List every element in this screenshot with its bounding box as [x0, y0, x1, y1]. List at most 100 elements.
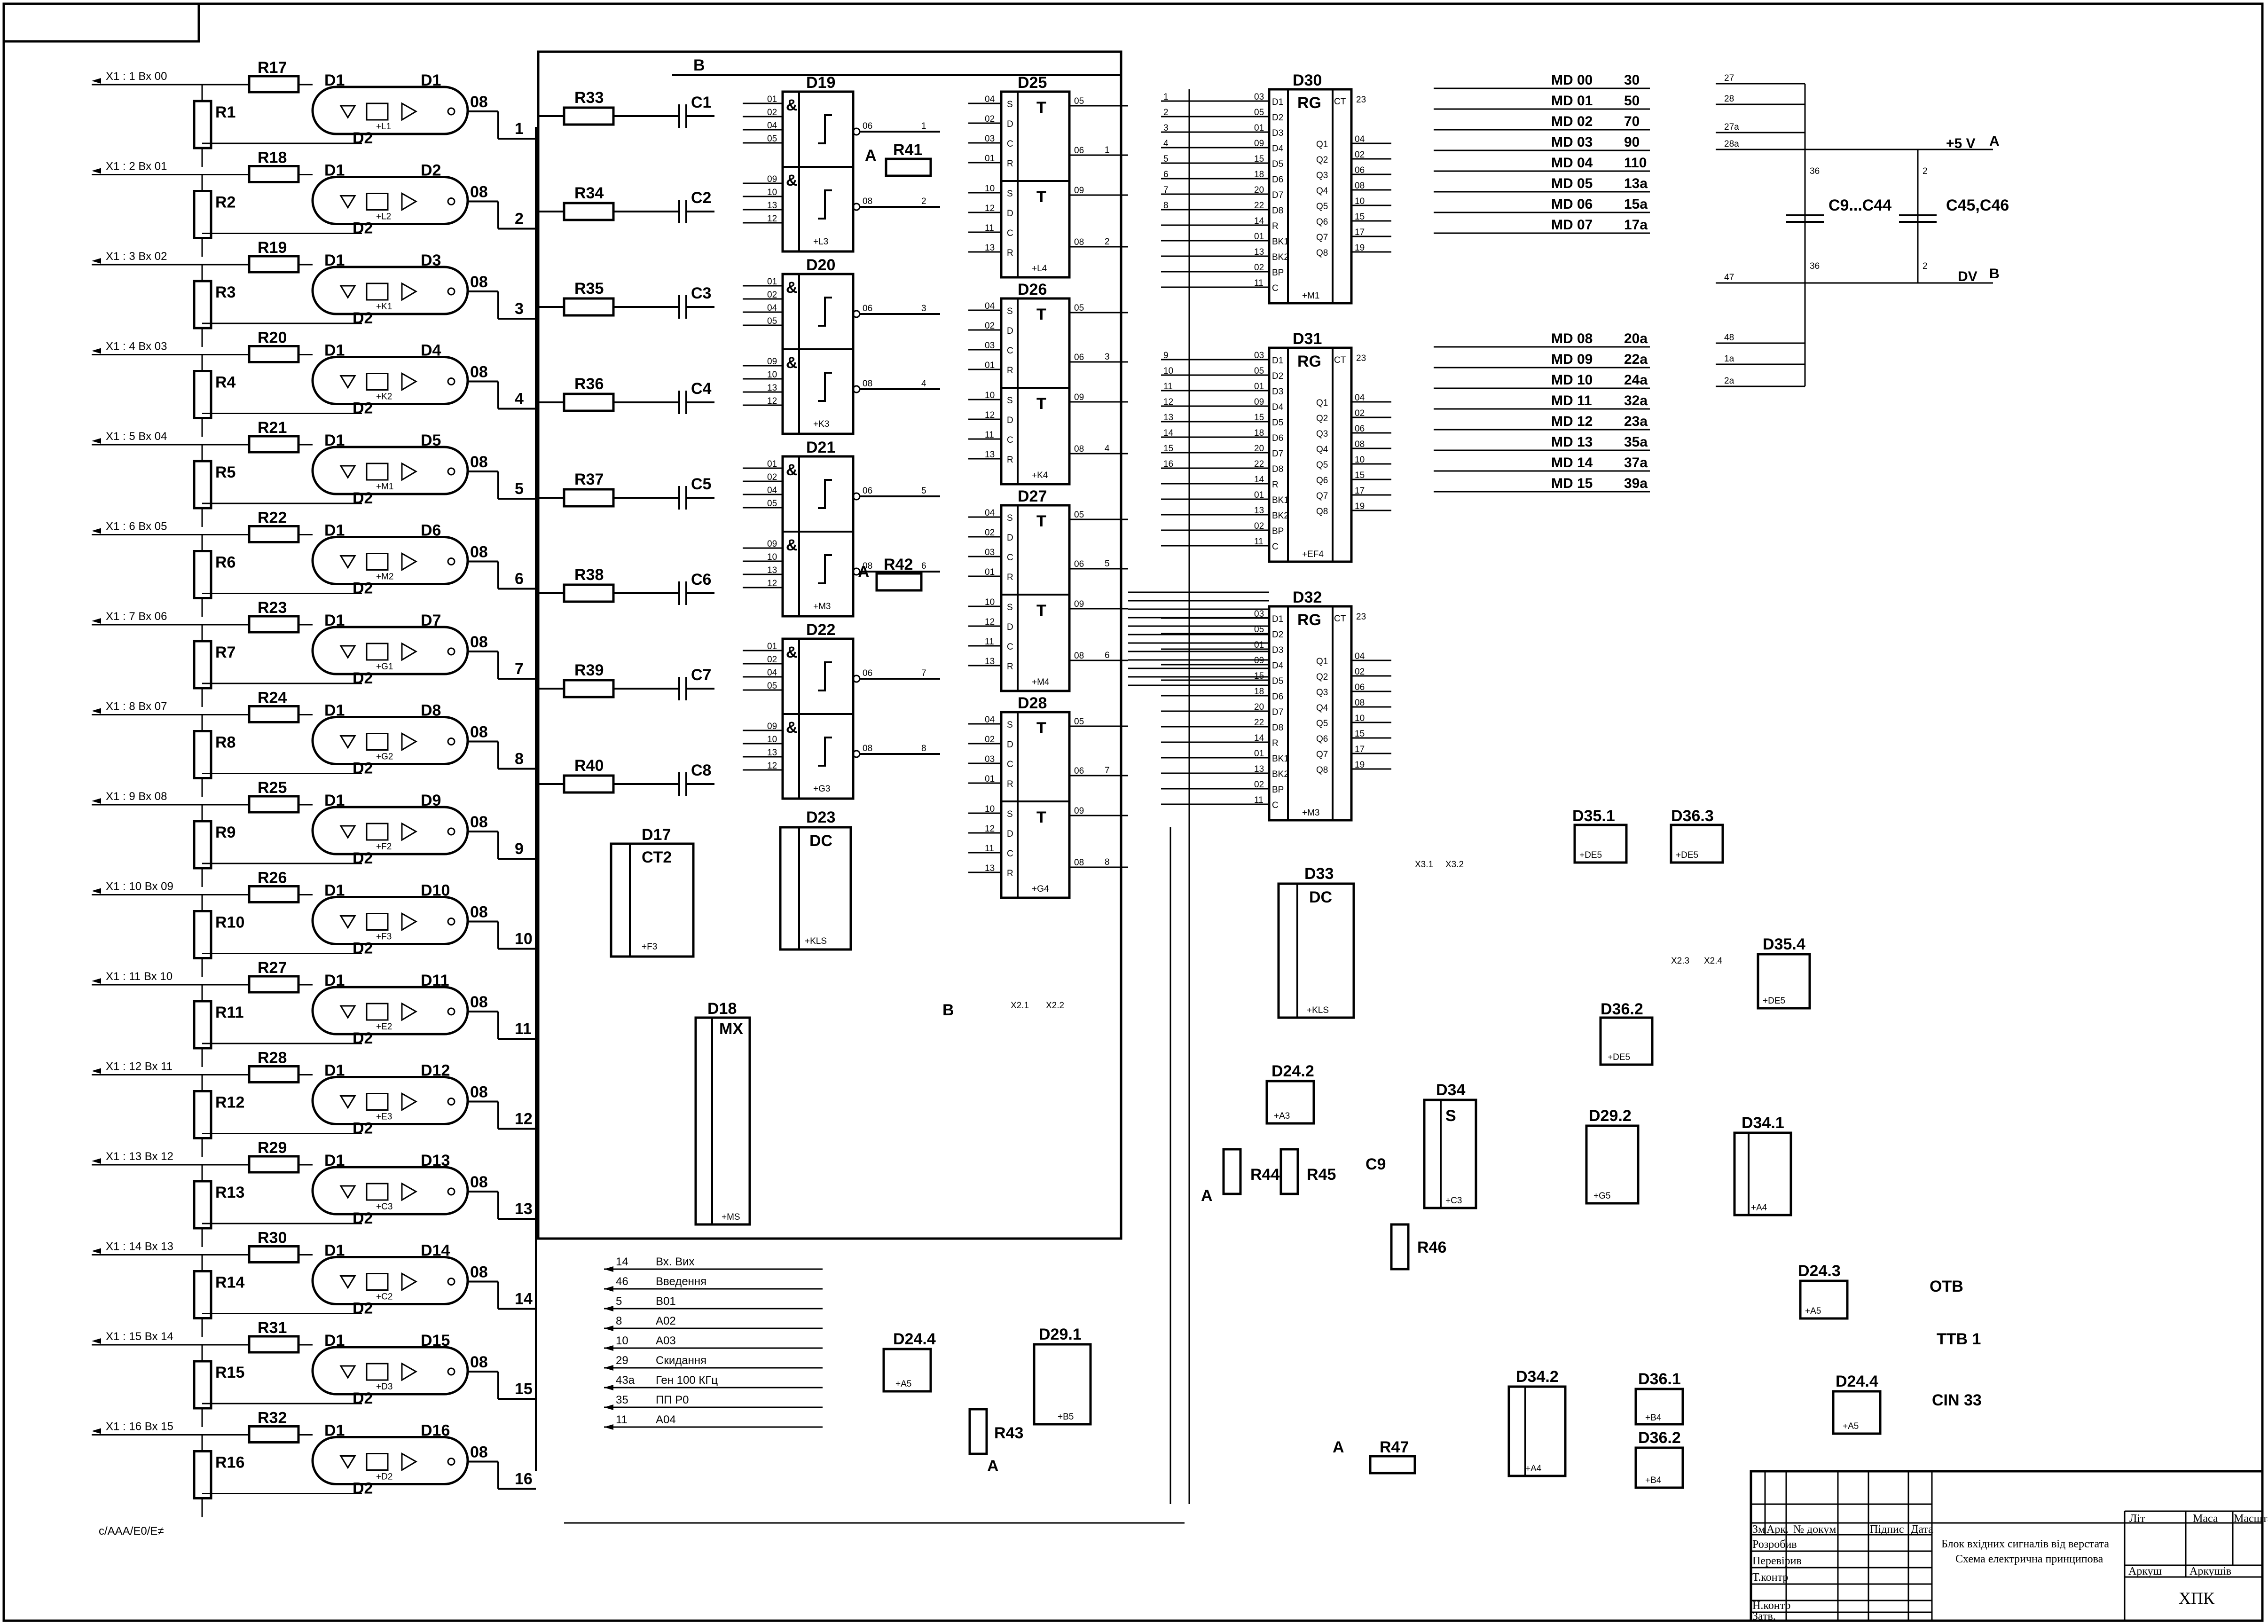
input-arrow	[92, 258, 101, 264]
trigger-out-number: 3	[1105, 352, 1110, 362]
control-input-label: Вх. Вих	[656, 1255, 695, 1268]
register-pin: 05	[1254, 366, 1264, 376]
buffer-icon	[401, 912, 417, 932]
filter-capacitor-label: C6	[691, 571, 711, 588]
register-input-number: 14	[1163, 428, 1174, 438]
shunt-resistor-label: R4	[215, 374, 236, 392]
opto-pin-in: D1	[324, 1332, 345, 1349]
schmitt-pin: 12	[767, 396, 777, 406]
tb-role-approve: Затв.	[1752, 1610, 1776, 1623]
filter-resistor	[563, 106, 615, 126]
hysteresis-icon	[818, 737, 832, 767]
opto-output-bubble	[447, 827, 455, 836]
schmitt-pin: 01	[767, 459, 777, 469]
trigger-pin-symbol: S	[1007, 306, 1013, 316]
input-resistor	[248, 75, 300, 94]
register-pin-label: BP	[1272, 526, 1284, 536]
c9-label: C9	[1366, 1155, 1386, 1173]
trigger-pin: 13	[985, 243, 995, 253]
register-pin-label: R	[1272, 221, 1279, 231]
register-out-label: Q4	[1316, 186, 1328, 196]
tb-head-date: Дата	[1911, 1523, 1933, 1536]
d34-s: S	[1445, 1107, 1456, 1125]
md-output-pin: 32a	[1624, 393, 1648, 408]
trigger-pin: 02	[985, 735, 995, 745]
led-icon	[339, 1185, 356, 1199]
opto-power: +F3	[376, 932, 392, 942]
trigger-out-pin: 05	[1074, 717, 1084, 727]
schmitt-pin: 09	[767, 357, 777, 367]
trigger-pin-symbol: C	[1007, 435, 1013, 445]
trigger-pin-symbol: R	[1007, 248, 1013, 258]
md-output-pin: 37a	[1624, 455, 1648, 471]
schmitt-power: +M3	[813, 602, 831, 612]
bus-a-label: A	[1989, 133, 2000, 149]
filter-resistor	[563, 297, 615, 317]
led-icon	[339, 465, 356, 479]
trigger-pin: 01	[985, 774, 995, 784]
tb-desc-2: Схема електрична принципова	[1955, 1553, 2103, 1565]
schmitt-pin: 02	[767, 108, 777, 118]
opto-power: +E2	[376, 1022, 392, 1032]
d34-2-pwr: +A4	[1525, 1464, 1542, 1474]
register-pin-label: D4	[1272, 402, 1284, 412]
opto-output-bubble	[447, 1458, 455, 1466]
trigger-pin: 11	[985, 223, 994, 233]
cap1-pin-bottom: 36	[1810, 261, 1820, 271]
d23-name: D23	[806, 808, 835, 826]
opto-output-bubble	[447, 107, 455, 116]
led-icon	[339, 105, 356, 119]
tb-head-zm: Зм	[1752, 1523, 1765, 1536]
trigger-pin: 12	[985, 824, 995, 834]
r46-label: R46	[1417, 1239, 1446, 1256]
pwr-pin-48: 48	[1724, 333, 1734, 343]
r47-label: R47	[1380, 1438, 1409, 1456]
opto-pin-out: 08	[470, 1263, 488, 1281]
input-connector-label: X1 : 15 Вх 14	[106, 1330, 173, 1343]
input-resistor-label: R26	[258, 869, 287, 887]
opto-name: D1	[421, 71, 441, 89]
d24-4-name: D24.4	[893, 1330, 936, 1348]
register-pin-label: R	[1272, 738, 1279, 748]
register-out-label: Q7	[1316, 491, 1328, 501]
register-out-pin: 19	[1355, 243, 1365, 253]
schmitt-power: +K3	[813, 419, 829, 429]
tb-lit: Літ	[2129, 1513, 2145, 1525]
register-out-pin: 02	[1355, 150, 1365, 160]
register-pin-label: D2	[1272, 371, 1283, 381]
register-pin: 15	[1254, 413, 1264, 423]
trigger-pin: 12	[985, 617, 995, 627]
trigger-pin: 04	[985, 715, 995, 725]
opto-pin-in: D1	[324, 612, 345, 629]
trigger-pin: 13	[985, 657, 995, 667]
filter-resistor-label: R37	[574, 471, 604, 488]
chip-d34	[1423, 1098, 1477, 1209]
trigger-out-pin: 06	[1074, 353, 1084, 362]
opto-pin-gnd: D2	[353, 1389, 373, 1407]
input-resistor-label: R22	[258, 509, 287, 527]
opto-name: D11	[421, 972, 449, 989]
input-resistor	[248, 255, 300, 274]
d29-1-pwr: +B5	[1058, 1412, 1074, 1422]
d23-pwr: +KLS	[805, 936, 827, 946]
opto-power: +C3	[376, 1202, 392, 1212]
power-section: 27 28 27a 28a +5 V A C9...C44 C45,C46 36…	[1716, 73, 2009, 387]
input-resistor	[248, 165, 300, 183]
buffer-icon	[401, 192, 417, 212]
d17-ct2: CT2	[642, 848, 672, 866]
register-pin-label: D2	[1272, 630, 1283, 640]
input-resistor-label: R30	[258, 1229, 287, 1247]
trigger-out-pin: 08	[1074, 444, 1084, 454]
channel-number: 15	[515, 1380, 533, 1398]
pwr-pin-28: 28	[1724, 94, 1734, 104]
cap2-pin-bottom: 2	[1923, 261, 1928, 271]
register-out-label: Q3	[1316, 171, 1328, 180]
md-output-pin: 17a	[1624, 217, 1648, 233]
register-pin-label: BK1	[1272, 754, 1289, 764]
d18-name: D18	[707, 1000, 737, 1018]
register-out-pin: 08	[1355, 698, 1365, 708]
filter-resistor	[563, 583, 615, 603]
opto-pin-in: D1	[324, 251, 345, 269]
bus-b-mid: B	[942, 1001, 954, 1019]
